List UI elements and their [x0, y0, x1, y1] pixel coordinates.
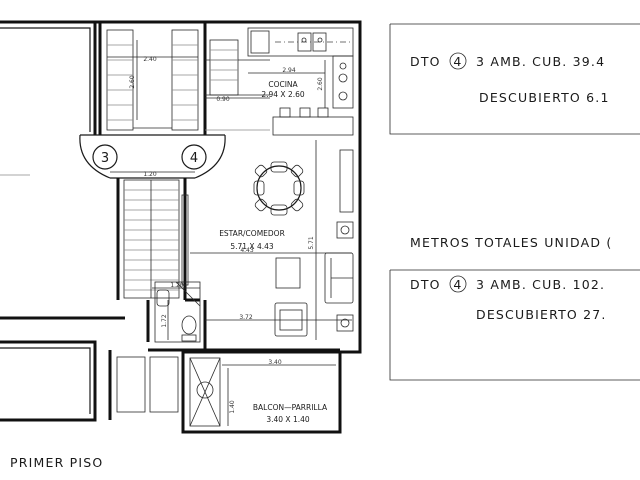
kitchen: 0.90 2.94 2.60 COCINA 2.94 X 2.60 — [205, 27, 354, 136]
area-panel-bottom-line1: 3 AMB. CUB. 102. — [476, 277, 605, 292]
unit-marker-4-label: 4 — [190, 151, 198, 166]
floor-label: PRIMER PISO — [10, 455, 103, 470]
area-panel-top-prefix: DTO — [410, 54, 441, 69]
living-dining-room: ESTAR/COMEDOR 5.71 X 4.43 5.71 4.43 3.72 — [190, 140, 354, 340]
living-room-size: 5.71 X 4.43 — [230, 242, 274, 251]
dimension-balcony-depth: 1.40 — [229, 400, 236, 414]
living-room-label: ESTAR/COMEDOR — [219, 229, 285, 238]
dimension-kitchen-depth: 2.60 — [317, 77, 324, 91]
dimension-lower-width: 3.72 — [239, 314, 253, 321]
area-panel-top-unit: 4 — [453, 54, 462, 69]
unit-marker-3-label: 3 — [101, 151, 109, 166]
unit-4-walls — [146, 20, 362, 354]
kitchen-label: COCINA — [268, 80, 298, 89]
dimension-stair-width: 2.40 — [143, 56, 157, 63]
dimension-bath-width: 1.20 — [170, 282, 184, 289]
balcony-size: 3.40 X 1.40 — [266, 415, 310, 424]
area-panel-top-line1: 3 AMB. CUB. 39.4 — [476, 54, 605, 69]
dimension-living-width: 4.43 — [240, 247, 254, 254]
total-area-heading: METROS TOTALES UNIDAD ( — [410, 235, 612, 250]
bathroom: 1.20 1.72 — [152, 281, 201, 343]
balcony-grill: 3.40 1.40 BALCON—PARRILLA 3.40 X 1.40 — [108, 350, 342, 434]
area-panel-bottom-line2: DESCUBIERTO 27. — [476, 307, 607, 322]
left-neighbor-unit — [0, 20, 125, 422]
kitchen-size: 2.94 X 2.60 — [261, 90, 305, 99]
balcony-label: BALCON—PARRILLA — [253, 403, 328, 412]
unit-marker-3: 3 — [92, 144, 118, 170]
dimension-landing-width: 1.20 — [143, 171, 157, 178]
area-panel-top: DTO 4 3 AMB. CUB. 39.4 DESCUBIERTO 6.1 — [389, 23, 640, 135]
stair-core: 2.40 2.60 1.20 — [79, 20, 226, 300]
dimension-living-length: 5.71 — [308, 236, 315, 250]
area-panel-bottom-prefix: DTO — [410, 277, 441, 292]
dimension-kitchen-width: 2.94 — [282, 67, 296, 74]
area-panel-bottom-unit: 4 — [453, 277, 462, 292]
dimension-bath-depth: 1.72 — [161, 314, 168, 328]
area-panel-bottom: DTO 4 3 AMB. CUB. 102. DESCUBIERTO 27. — [389, 269, 640, 381]
dimension-hall-gap: 0.90 — [216, 96, 230, 103]
dimension-stair-length: 2.60 — [129, 75, 136, 89]
unit-marker-4: 4 — [181, 144, 207, 170]
dimension-balcony-width: 3.40 — [268, 359, 282, 366]
area-panel-top-line2: DESCUBIERTO 6.1 — [479, 90, 610, 105]
